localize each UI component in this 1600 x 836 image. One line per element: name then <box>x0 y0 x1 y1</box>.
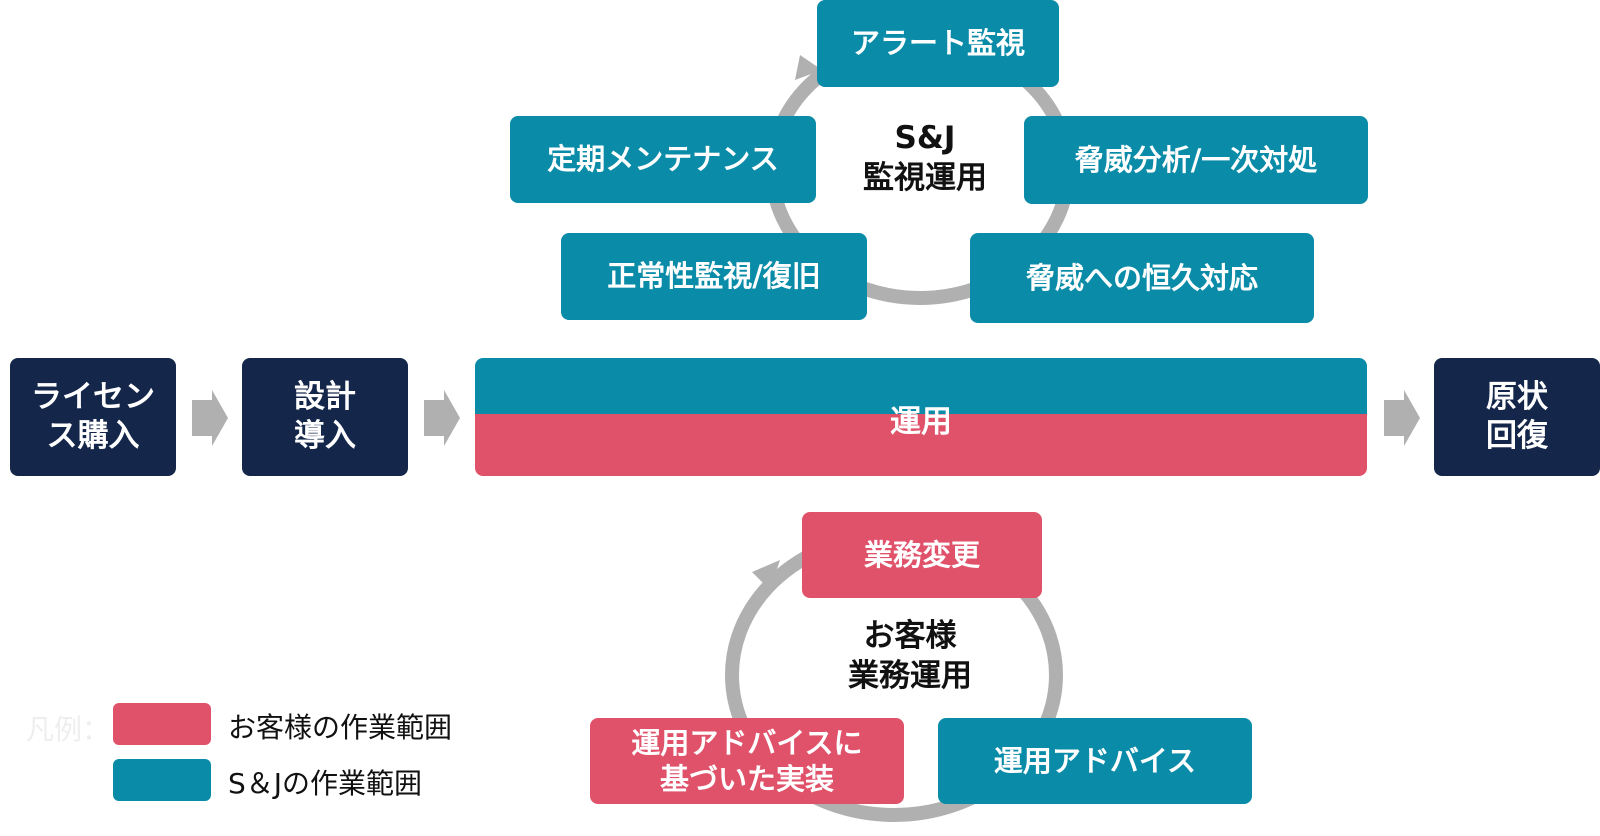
legend-title: 凡例： <box>26 713 111 746</box>
customer-cycle-title-2: 業務運用 <box>848 658 972 695</box>
sj-item-maintenance: 定期メンテナンス <box>510 116 816 203</box>
phase-operation: 運用 <box>475 358 1367 476</box>
sj-cycle-center: S&J 監視運用 <box>830 118 1020 199</box>
phase-license-purchase: ライセン ス購入 <box>10 358 176 476</box>
sj-cycle-title-2: 監視運用 <box>863 160 987 197</box>
arrow-3 <box>1384 390 1420 446</box>
customer-item-business-change: 業務変更 <box>802 512 1042 598</box>
sj-item-threat-analysis: 脅威分析/一次対処 <box>1024 116 1368 204</box>
phase-design-install: 設計 導入 <box>242 358 408 476</box>
customer-cycle-title-1: お客様 <box>863 618 957 654</box>
customer-item-advice: 運用アドバイス <box>938 718 1252 804</box>
sj-item-health-monitoring: 正常性監視/復旧 <box>561 233 867 320</box>
phase-operation-label: 運用 <box>890 404 952 440</box>
phase-restore: 原状 回復 <box>1434 358 1600 476</box>
sj-cycle-arrowhead <box>795 55 822 80</box>
sj-cycle-title-1: S&J <box>894 120 956 156</box>
customer-cycle-center: お客様 業務運用 <box>810 616 1010 697</box>
sj-item-alert-monitoring: アラート監視 <box>817 0 1059 87</box>
customer-cycle-arrowhead <box>752 560 780 590</box>
arrow-2 <box>424 390 460 446</box>
customer-item-implementation: 運用アドバイスに 基づいた実装 <box>590 718 904 804</box>
legend-swatch-sj <box>113 759 211 801</box>
legend-swatch-customer <box>113 703 211 745</box>
legend-label-customer: お客様の作業範囲 <box>228 711 453 744</box>
legend-label-sj: S＆Jの作業範囲 <box>228 767 423 800</box>
arrow-1 <box>192 390 228 446</box>
sj-item-threat-permanent-response: 脅威への恒久対応 <box>970 233 1314 323</box>
